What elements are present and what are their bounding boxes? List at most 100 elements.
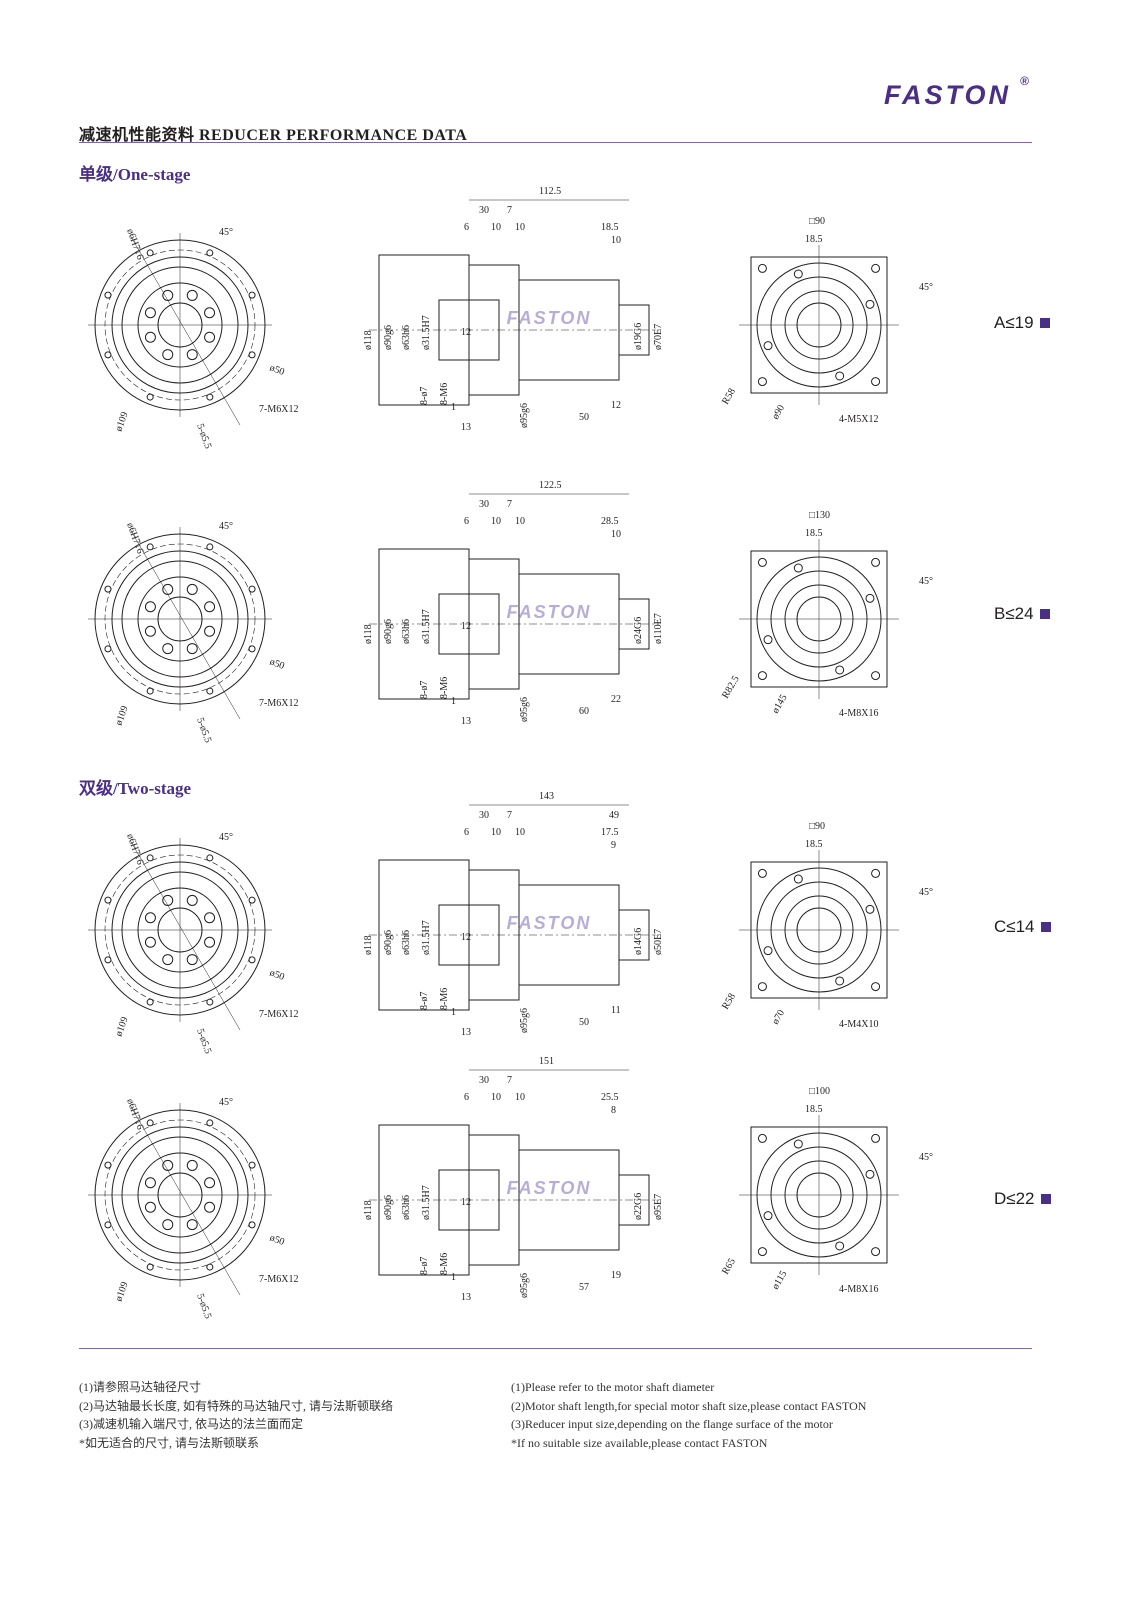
- dimension-label: 7-M6X12: [259, 1009, 298, 1020]
- corner-hole-icon: [757, 1133, 767, 1143]
- drawing-b-svg: 45°ø6H7↓6ø507-M6X12ø1095-ø5.5FASTON122.5…: [88, 480, 933, 744]
- dimension-label: 122.5: [539, 480, 562, 491]
- dimension-label: 10: [491, 516, 501, 527]
- dimension-label: 8: [611, 1105, 616, 1116]
- corner-hole-icon: [871, 1133, 881, 1143]
- model-label-a: A≤19: [994, 313, 1050, 333]
- dimension-label: 18.5: [805, 839, 823, 850]
- mount-hole-icon: [146, 249, 154, 257]
- dimension-label: ø110E7: [653, 613, 664, 644]
- dimension-label: 8-ø7: [419, 387, 430, 405]
- dimension-label: ø6H7↓6: [124, 1097, 145, 1131]
- corner-hole-icon: [757, 671, 767, 681]
- bolt-hole-icon: [204, 912, 216, 924]
- square-marker-icon: [1039, 609, 1050, 619]
- dimension-label: 49: [609, 810, 619, 821]
- dimension-label: 45°: [919, 1152, 933, 1163]
- mount-hole-icon: [248, 645, 256, 653]
- note-line: (1)Please refer to the motor shaft diame…: [511, 1380, 715, 1394]
- bolt-hole-icon: [186, 894, 198, 906]
- leader-line: [129, 234, 241, 426]
- brand-logo: FASTON®: [884, 74, 1029, 111]
- corner-hole-icon: [871, 1247, 881, 1257]
- dimension-label: 7: [507, 499, 512, 510]
- dimension-label: 30: [479, 1075, 489, 1086]
- bolt-hole-icon: [162, 583, 174, 595]
- dimension-label: 1: [451, 696, 456, 707]
- dimension-label: ø31.5H7: [421, 609, 432, 644]
- bolt-hole-icon: [144, 307, 156, 319]
- dimension-label: R82.5: [720, 674, 742, 700]
- dimension-label: ø63h6: [401, 619, 412, 644]
- dimension-label: 50: [579, 412, 589, 423]
- corner-hole-icon: [757, 263, 767, 273]
- dimension-label: 9: [611, 840, 616, 851]
- end-hole-icon: [793, 563, 803, 573]
- dimension-label: ø95E7: [653, 1194, 664, 1220]
- dimension-label: ø31.5H7: [421, 1185, 432, 1220]
- bolt-hole-icon: [204, 936, 216, 948]
- leader-line: [129, 528, 241, 720]
- dimension-label: 143: [539, 791, 554, 802]
- notes-english: (1)Please refer to the motor shaft diame…: [511, 1378, 866, 1452]
- bolt-hole-icon: [186, 954, 198, 966]
- dimension-label: 28.5: [601, 516, 619, 527]
- bolt-hole-icon: [162, 954, 174, 966]
- dimension-label: 7-M6X12: [259, 1274, 298, 1285]
- dimension-label: □100: [809, 1086, 830, 1097]
- corner-hole-icon: [871, 377, 881, 387]
- dimension-label: 4-M8X16: [839, 1284, 878, 1295]
- dimension-label: 4-M4X10: [839, 1019, 878, 1030]
- dimension-label: ø118: [363, 624, 374, 644]
- dimension-label: ø63h6: [401, 930, 412, 955]
- model-code: D≤22: [994, 1189, 1035, 1208]
- dimension-label: 12: [611, 400, 621, 411]
- dimension-label: R65: [720, 1257, 738, 1277]
- dimension-label: ø6H7↓6: [124, 832, 145, 866]
- dimension-label: 5-ø5.5: [194, 1292, 213, 1320]
- dimension-label: ø50: [268, 656, 286, 671]
- dimension-label: 7-M6X12: [259, 698, 298, 709]
- dimension-label: 1: [451, 1272, 456, 1283]
- dimension-label: □90: [809, 216, 825, 227]
- dimension-label: 8-M6: [439, 988, 450, 1010]
- dimension-label: R58: [720, 992, 738, 1012]
- mount-hole-icon: [206, 1263, 214, 1271]
- bolt-hole-icon: [144, 625, 156, 637]
- dimension-label: ø109: [113, 410, 130, 433]
- corner-hole-icon: [871, 263, 881, 273]
- dimension-label: 45°: [919, 576, 933, 587]
- dimension-label: 1: [451, 1007, 456, 1018]
- dimension-label: ø90g6: [383, 325, 394, 350]
- dimension-label: ø6H7↓6: [124, 227, 145, 261]
- drawing-c-svg: 45°ø6H7↓6ø507-M6X12ø1095-ø5.5FASTON14330…: [88, 791, 933, 1055]
- bolt-hole-icon: [204, 1177, 216, 1189]
- dimension-label: ø109: [113, 704, 130, 727]
- model-label-b: B≤24: [994, 604, 1050, 624]
- dimension-label: ø70E7: [653, 324, 664, 350]
- dimension-label: 13: [461, 1292, 471, 1303]
- dimension-label: 45°: [919, 282, 933, 293]
- note-line: (2)马达轴最长长度, 如有特殊的马达轴尺寸, 请与法斯顿联络: [79, 1398, 393, 1413]
- corner-hole-icon: [757, 557, 767, 567]
- dimension-label: ø145: [770, 693, 790, 716]
- bolt-hole-icon: [186, 289, 198, 301]
- dimension-label: 4-M8X16: [839, 708, 878, 719]
- dimension-label: 25.5: [601, 1092, 619, 1103]
- dimension-label: 7: [507, 205, 512, 216]
- mount-hole-icon: [104, 585, 112, 593]
- mount-hole-icon: [248, 585, 256, 593]
- dimension-label: 17.5: [601, 827, 619, 838]
- dimension-label: 11: [611, 1005, 621, 1016]
- dimension-label: ø6H7↓6: [124, 521, 145, 555]
- dimension-label: ø95g6: [519, 697, 530, 722]
- square-marker-icon: [1040, 1194, 1051, 1204]
- mount-hole-icon: [104, 956, 112, 964]
- mount-hole-icon: [206, 543, 214, 551]
- end-hole-icon: [763, 341, 773, 351]
- bolt-hole-icon: [162, 643, 174, 655]
- dimension-label: ø50: [268, 362, 286, 377]
